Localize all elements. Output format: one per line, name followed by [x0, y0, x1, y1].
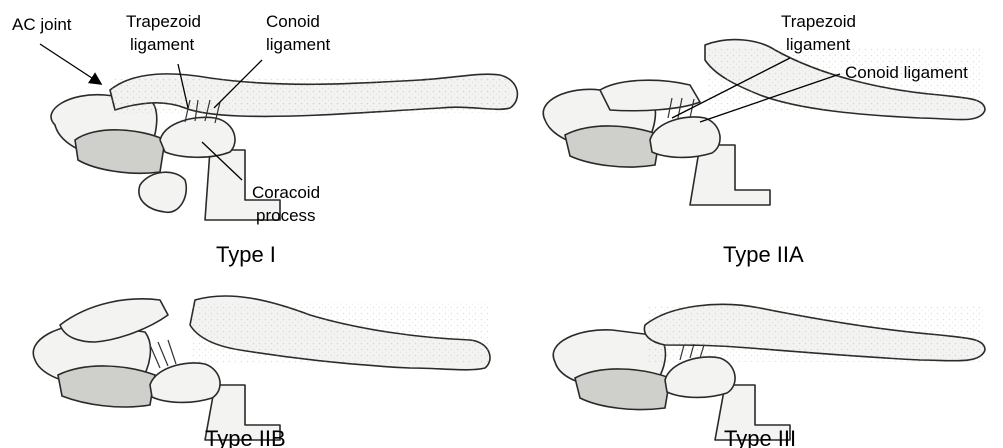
panel-type-iib: Type IIB — [33, 296, 490, 448]
type-iii-caption: Type III — [724, 426, 796, 448]
conoid-ligament-label-line2: ligament — [266, 35, 331, 54]
trapezoid-ligament-label-line1: Trapezoid — [781, 12, 856, 31]
ac-joint-arrow — [40, 44, 98, 82]
ac-joint-label: AC joint — [12, 15, 72, 34]
trapezoid-ligament-label-line1: Trapezoid — [126, 12, 201, 31]
panel-type-iii: Type III — [553, 304, 985, 448]
clavicle-fragment-medial-illustration — [190, 296, 490, 370]
panel-type-iia: Trapezoid ligament Conoid ligament Type … — [543, 12, 985, 267]
clavicle-illustration — [644, 304, 985, 362]
type-i-caption: Type I — [216, 242, 276, 267]
trapezoid-ligament-label-line2: ligament — [786, 35, 851, 54]
clavicle-fragment-lateral-illustration — [600, 80, 700, 110]
conoid-ligament-label: Conoid ligament — [845, 63, 968, 82]
clavicle-illustration — [110, 74, 517, 117]
coracoid-process-label-line1: Coracoid — [252, 183, 320, 202]
type-iia-caption: Type IIA — [723, 242, 804, 267]
panel-type-i: AC joint Trapezoid ligament Conoid ligam… — [12, 12, 517, 267]
coracoid-process-label-line2: process — [256, 206, 316, 225]
clavicle-fragment-lateral-illustration — [60, 299, 168, 342]
type-iib-caption: Type IIB — [205, 426, 286, 448]
trapezoid-ligament-label-line2: ligament — [130, 35, 195, 54]
conoid-ligament-label-line1: Conoid — [266, 12, 320, 31]
